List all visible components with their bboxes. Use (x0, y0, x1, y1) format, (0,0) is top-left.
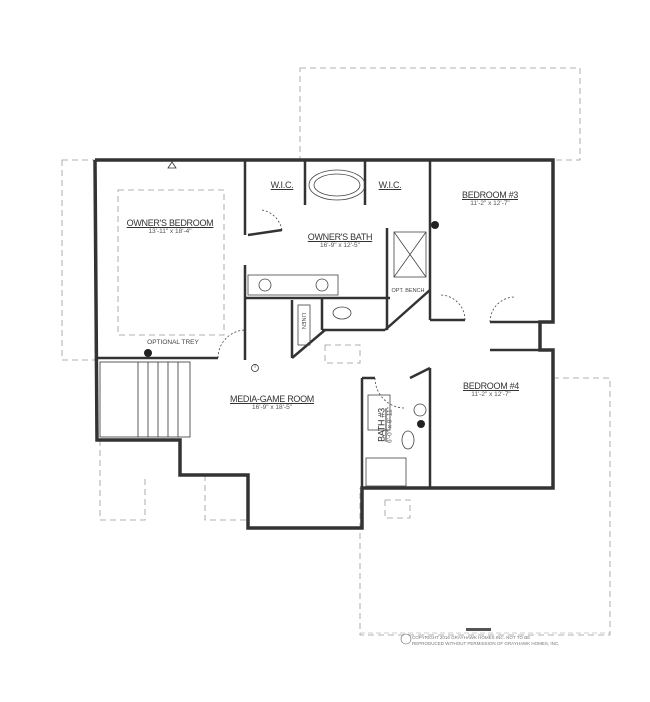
bedroom-4: BEDROOM #4 11'-2" x 12'-7" (463, 381, 519, 398)
owners-bedroom: OWNER'S BEDROOM 13'-11" x 18'-4" (127, 218, 214, 235)
shower (393, 231, 427, 278)
wic-right: W.I.C. (378, 180, 402, 190)
thermostat-icon (251, 364, 259, 372)
room-name: BEDROOM #3 (461, 190, 519, 200)
fixtures (217, 169, 516, 487)
room-name: OWNER'S BEDROOM (126, 218, 214, 228)
roof-outline-right (359, 377, 611, 636)
post-box (384, 499, 411, 519)
toilet (332, 306, 352, 320)
room-name: OWNER'S BATH (307, 232, 373, 242)
room-dims: 6'-0" x 9'-11" (386, 407, 394, 443)
sink-right (315, 278, 329, 292)
dashed-outlines (61, 67, 611, 636)
copyright-line-1: COPYRIGHT 2016 GRAYHAWK HOMES INC. NOT T… (412, 635, 531, 640)
bedroom-3: BEDROOM #3 11'-2" x 12'-7" (462, 190, 518, 207)
room-name: BATH #3 (376, 408, 387, 442)
vanity (247, 274, 339, 296)
hvac-icon (431, 221, 439, 229)
room-dims: 13'-11" x 18'-4" (148, 228, 192, 235)
bath-3: BATH #3 6'-0" x 9'-11" (377, 407, 394, 443)
owners-bath: OWNER'S BATH 16'-9" x 12'-5" (307, 232, 373, 249)
opt-bench-label: OPT. BENCH (391, 288, 425, 294)
bathtub (308, 169, 366, 201)
trey-ceiling-outline (117, 189, 225, 336)
copyright-icon (400, 633, 412, 645)
copyright-line-2: REPRODUCED WITHOUT PERMISSION OF GRAYHAW… (412, 641, 560, 646)
interior-walls (95, 160, 540, 488)
wic-left: W.I.C. (270, 180, 294, 190)
thermostat-label: T (253, 364, 257, 370)
room-dims: 16'-9" x 12'-5" (320, 242, 360, 249)
room-dims: 11'-2" x 12'-7" (471, 391, 511, 398)
door-swing (217, 329, 246, 359)
roof-outline-top (299, 67, 581, 161)
media-game-room: MEDIA-GAME ROOM 16'-9" x 18'-5" (230, 394, 314, 411)
sink-left (258, 278, 272, 292)
linen-label: LINEN (300, 312, 306, 330)
bath3-toilet (401, 430, 415, 450)
porch-left (99, 440, 146, 521)
scale-bar (466, 628, 491, 631)
bath3-sink (413, 403, 427, 417)
bath3-vanity (367, 394, 391, 431)
room-name: MEDIA-GAME ROOM (229, 394, 315, 404)
copyright-notice: COPYRIGHT 2016 GRAYHAWK HOMES INC. NOT T… (412, 635, 559, 647)
symbols (144, 161, 439, 428)
stairs (99, 361, 191, 438)
roof-outline-left (61, 159, 96, 361)
bath3-tub (365, 457, 407, 487)
room-dims: 16'-9" x 18'-5" (252, 404, 292, 411)
porch-mid (204, 475, 248, 521)
linen-closet (297, 304, 311, 346)
optional-trey-label: OPTIONAL TREY (147, 339, 199, 346)
attic-access (324, 344, 361, 364)
room-name: BEDROOM #4 (462, 381, 520, 391)
room-dims: 11'-2" x 12'-7" (470, 200, 510, 207)
